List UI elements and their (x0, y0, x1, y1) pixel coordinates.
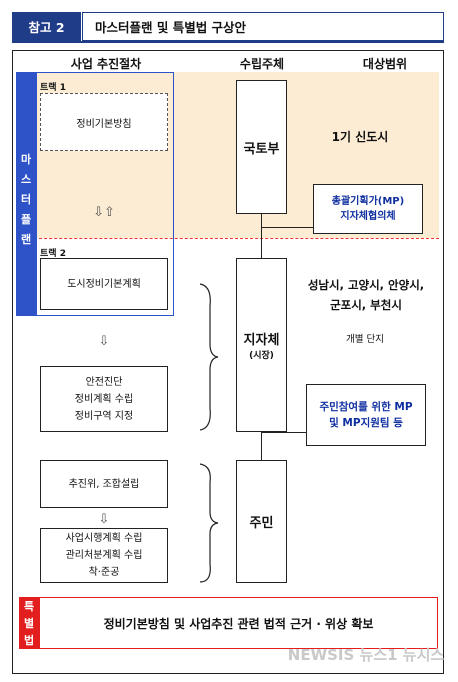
special-law-char: 법 (23, 634, 35, 647)
resident-mp-line-1: 주민참여를 위한 MP (319, 401, 413, 413)
ministry-label: 국토부 (243, 141, 280, 157)
master-plan-char: 스 (20, 173, 32, 186)
connector-localgov-residents (261, 432, 262, 460)
header-title: 마스터플랜 및 특별법 구상안 (82, 12, 444, 41)
header-title-text: 마스터플랜 및 특별법 구상안 (95, 20, 247, 35)
new-town-label: 1기 신도시 (331, 129, 389, 144)
brace-local-gov (199, 283, 219, 431)
urban-plan-box: 도시정비기본계획 (40, 258, 168, 310)
master-plan-tracks-outline (36, 72, 174, 316)
safety-line-3: 정비구역 지정 (74, 410, 134, 422)
updown-arrows: ⇩⇧ (93, 204, 115, 220)
watermark-logo: NEWSIS 뉴스1 뉴시스 (287, 645, 445, 664)
committee-box-text: 추진위, 조합설립 (68, 478, 140, 490)
local-gov-label: 지자체 (243, 333, 280, 348)
down-arrow-1: ⇩ (98, 333, 110, 349)
brace-residents (199, 463, 219, 583)
header-tag: 참고 2 (12, 12, 81, 41)
safety-line-1: 안전진단 (85, 376, 123, 388)
column-heading-process: 사업 추진절차 (70, 56, 142, 71)
resident-mp-box: 주민참여를 위한 MP 및 MP지원팀 등 (306, 384, 426, 446)
local-gov-box: 지자체 (시장) (236, 258, 287, 432)
residents-label: 주민 (249, 516, 274, 531)
individual-complex-label: 개별 단지 (346, 334, 384, 345)
cities-line-1: 성남시, 고양시, 안양시, (307, 278, 425, 292)
cities-line-2: 군포시, 부천시 (330, 298, 402, 312)
safety-line-2: 정비계획 수립 (74, 393, 134, 405)
approval-box: 사업시행계획 수립 관리처분계획 수립 착·준공 (40, 528, 168, 583)
track2-label: 트랙 2 (40, 249, 66, 259)
cities-list: 성남시, 고양시, 안양시, 군포시, 부천시 (296, 275, 436, 315)
master-plan-char: 플 (20, 213, 32, 226)
connector-ministry-localgov (261, 214, 262, 258)
committee-box: 추진위, 조합설립 (40, 460, 168, 508)
master-plan-char: 마 (20, 153, 32, 166)
safety-box: 안전진단 정비계획 수립 정비구역 지정 (40, 366, 168, 432)
diagram-frame (12, 50, 444, 674)
header-underline (12, 41, 444, 43)
master-plan-char: 터 (20, 193, 32, 206)
connector-to-mp (261, 227, 313, 228)
policy-box-text: 정비기본방침 (76, 118, 132, 130)
approval-line-3: 착·준공 (88, 567, 120, 578)
approval-line-2: 관리처분계획 수립 (65, 550, 143, 561)
resident-mp-line-2: 및 MP지원팀 등 (329, 417, 403, 429)
zone-divider (24, 238, 439, 239)
special-law-char: 특 (23, 600, 35, 613)
mp-box-line-2: 지자체협의체 (340, 211, 396, 222)
urban-plan-box-text: 도시정비기본계획 (67, 278, 141, 290)
local-gov-sub: (시장) (249, 351, 274, 361)
mp-box-line-1: 총괄기획가(MP) (331, 196, 405, 207)
special-law-text: 정비기본방침 및 사업추진 관련 법적 근거 · 위상 확보 (103, 616, 374, 631)
column-heading-scope: 대상범위 (362, 56, 408, 71)
master-plan-char: 랜 (20, 233, 32, 246)
ministry-box: 국토부 (236, 80, 287, 214)
connector-to-resident-mp (261, 432, 306, 433)
approval-line-1: 사업시행계획 수립 (65, 533, 143, 544)
column-heading-subject: 수립주체 (239, 56, 285, 71)
residents-box: 주민 (236, 460, 287, 583)
down-arrow-2: ⇩ (98, 511, 110, 527)
policy-box: 정비기본방침 (40, 93, 168, 151)
track1-label: 트랙 1 (40, 83, 66, 93)
special-law-box: 정비기본방침 및 사업추진 관련 법적 근거 · 위상 확보 (39, 597, 438, 649)
special-law-char: 별 (23, 617, 35, 630)
mp-box: 총괄기획가(MP) 지자체협의체 (313, 184, 423, 234)
